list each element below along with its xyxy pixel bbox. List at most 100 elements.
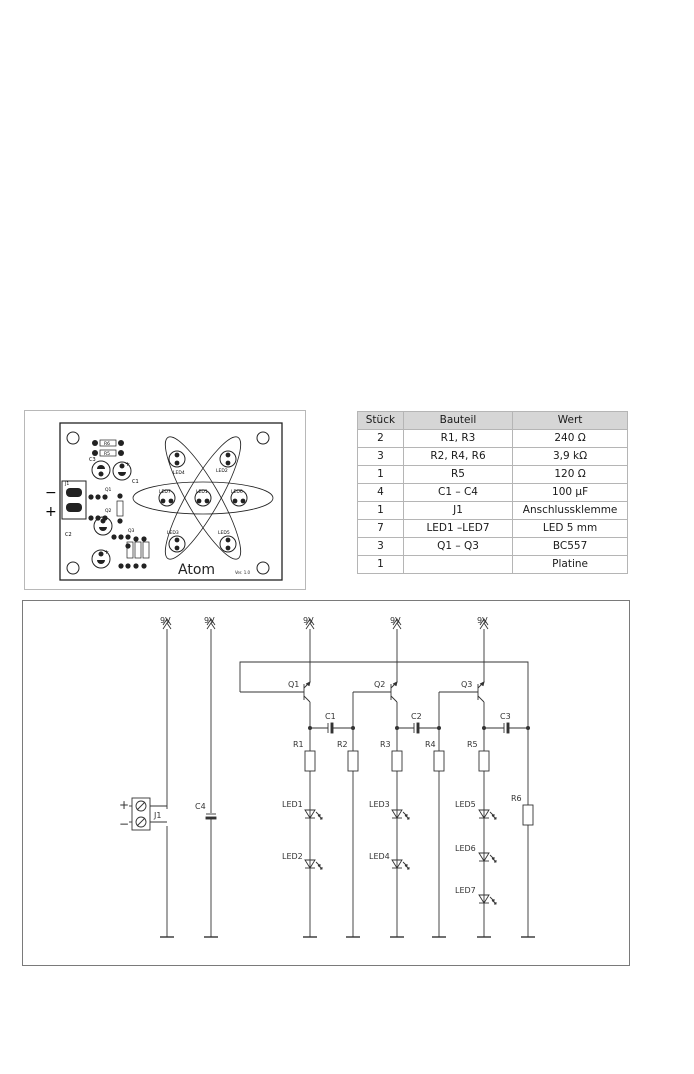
r1-label: R1 <box>293 740 304 749</box>
pcb-label: C1 <box>132 479 139 485</box>
led4: LED4 <box>369 852 410 870</box>
j1-label: J1 <box>153 811 161 820</box>
pcb-label: LED6 <box>231 489 243 495</box>
table-cell: 3,9 kΩ <box>512 447 628 466</box>
transistor-q1: Q1 <box>288 629 311 703</box>
pcb-label: C3 <box>89 457 96 463</box>
svg-text:+: + <box>104 549 109 556</box>
pcb-plus-sign: + <box>45 504 57 520</box>
pcb-label: LED5 <box>218 530 230 536</box>
transistor-q2: Q2 <box>374 629 398 703</box>
pcb-led2: LED2 <box>216 450 237 474</box>
table-cell: J1 <box>402 501 514 520</box>
table-cell <box>402 555 514 574</box>
pcb-led7: LED7 <box>158 489 176 507</box>
led2-label: LED2 <box>282 852 303 861</box>
table-cell: R5 <box>402 465 514 484</box>
led6: LED6 <box>455 844 497 863</box>
table-row: 2 R1, R3 240 Ω <box>357 429 628 448</box>
table-cell: Anschlussklemme <box>512 501 628 520</box>
pcb-label: R5 <box>104 451 110 457</box>
table-cell: R1, R3 <box>402 429 514 448</box>
resistor-r6: R6 <box>511 794 534 826</box>
parts-table: Stück Bauteil Wert 2 R1, R3 240 Ω 3 R2, … <box>357 411 628 574</box>
c4-label: C4 <box>195 802 206 811</box>
pcb-label: LED3 <box>167 530 179 536</box>
table-row: 4 C1 – C4 100 µF <box>357 483 628 502</box>
table-row: 3 R2, R4, R6 3,9 kΩ <box>357 447 628 466</box>
pcb-label: LED2 <box>216 468 228 474</box>
supply-9v-c4: 9V <box>204 616 216 630</box>
table-cell: 3 <box>357 447 404 466</box>
pcb-label: Q3 <box>128 528 135 534</box>
table-cell: 120 Ω <box>512 465 628 484</box>
pcb-capacitor-c1: + C1 <box>112 461 139 485</box>
table-cell: R2, R4, R6 <box>402 447 514 466</box>
connector-j1: J1 + − <box>119 797 167 831</box>
table-cell: LED 5 mm <box>512 519 628 538</box>
resistor-r3: R3 <box>380 740 403 772</box>
table-row: 1 J1 Anschlussklemme <box>357 501 628 520</box>
pcb-led1: LED1 <box>194 489 212 507</box>
pcb-resistor-r5: R5 <box>92 449 124 457</box>
pcb-minus-sign: − <box>45 485 57 501</box>
supply-9v-q2: 9V <box>390 616 402 630</box>
transistor-q3: Q3 <box>461 629 485 703</box>
led3: LED3 <box>369 800 410 820</box>
pcb-connector-j1: J1 <box>61 480 87 520</box>
table-header-row: Stück Bauteil Wert <box>357 411 628 430</box>
capacitor-c1: C1 <box>325 712 336 734</box>
led2: LED2 <box>282 852 323 870</box>
table-cell: 100 µF <box>512 483 628 502</box>
led1-label: LED1 <box>282 800 303 809</box>
resistor-r2: R2 <box>337 740 359 772</box>
schematic-drawing: 9V 9V 9V 9V 9V J1 + <box>119 616 536 938</box>
pcb-led6: LED6 <box>230 489 248 507</box>
pcb-label: LED7 <box>159 489 171 495</box>
table-cell: BC557 <box>512 537 628 556</box>
pcb-label: LED1 <box>196 489 208 495</box>
mounting-hole <box>66 561 80 575</box>
pcb-capacitor-c3: C3 <box>89 457 111 480</box>
table-row: 1 Platine <box>357 555 628 574</box>
pcb-resistor-r1 <box>116 493 124 524</box>
pcb-label: Q1 <box>105 487 112 493</box>
led5: LED5 <box>455 800 497 820</box>
pcb-title: Atom <box>178 562 215 578</box>
q3-label: Q3 <box>461 680 472 689</box>
pcb-label: LED4 <box>173 470 185 476</box>
supply-9v-q3: 9V <box>477 616 489 630</box>
table-cell: Platine <box>512 555 628 574</box>
table-header-cell: Bauteil <box>402 411 514 430</box>
table-cell: 4 <box>357 483 404 502</box>
table-cell: 1 <box>357 555 404 574</box>
pcb-layout-panel: R6 R5 C3 + C1 J1 − + <box>24 410 306 590</box>
table-header-cell: Stück <box>357 411 404 430</box>
led4-label: LED4 <box>369 852 390 861</box>
led7: LED7 <box>455 886 497 905</box>
schematic-panel: 9V 9V 9V 9V 9V J1 + <box>22 600 630 966</box>
pcb-led5: LED5 <box>218 530 237 553</box>
capacitor-c2: C2 <box>411 712 422 734</box>
led3-label: LED3 <box>369 800 390 809</box>
minus-sign: − <box>119 817 129 831</box>
svg-text:+: + <box>125 461 130 468</box>
pcb-label: C2 <box>65 532 72 538</box>
pcb-transistor-q3: Q3 <box>111 528 135 549</box>
led6-label: LED6 <box>455 844 476 853</box>
table-cell: LED1 –LED7 <box>402 519 514 538</box>
led7-label: LED7 <box>455 886 476 895</box>
c3-label: C3 <box>500 712 511 721</box>
q2-label: Q2 <box>374 680 385 689</box>
pcb-led4: LED4 <box>168 450 186 476</box>
pcb-board-outline <box>59 422 283 581</box>
table-cell: 240 Ω <box>512 429 628 448</box>
r2-label: R2 <box>337 740 348 749</box>
r3-label: R3 <box>380 740 391 749</box>
supply-9v-q1: 9V <box>303 616 315 630</box>
led1: LED1 <box>282 800 323 820</box>
pcb-label: R6 <box>104 441 110 447</box>
c2-label: C2 <box>411 712 422 721</box>
table-cell: 3 <box>357 537 404 556</box>
pcb-label: J1 <box>64 481 69 487</box>
